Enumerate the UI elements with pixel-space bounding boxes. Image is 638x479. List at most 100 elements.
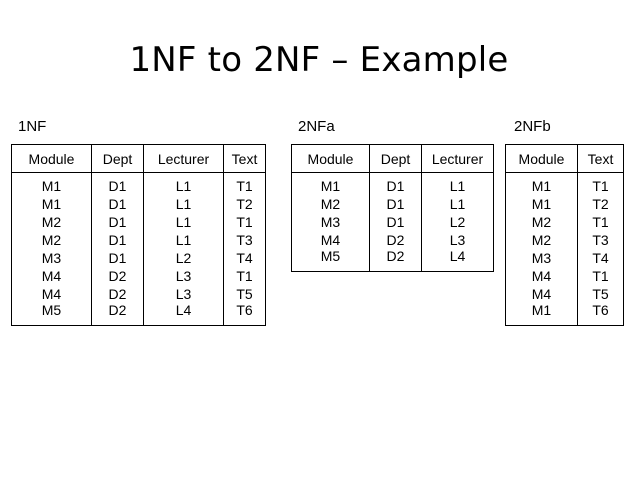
table-cell: M2 xyxy=(505,213,578,231)
table-cell: D2 xyxy=(369,249,422,272)
table-cell: M1 xyxy=(11,195,92,213)
table-cell: D1 xyxy=(91,249,144,267)
column-header: Module xyxy=(505,144,578,173)
table-label: 1NF xyxy=(18,118,47,135)
table-label: 2NFa xyxy=(298,118,335,135)
table-cell: T1 xyxy=(577,213,624,231)
table-cell: L2 xyxy=(421,213,494,231)
table-cell: L3 xyxy=(143,267,224,285)
table-cell: L1 xyxy=(143,231,224,249)
table-cell: T3 xyxy=(223,231,266,249)
table-cell: M4 xyxy=(11,267,92,285)
table-cell: T1 xyxy=(223,267,266,285)
table-cell: T4 xyxy=(577,249,624,267)
spacer-row xyxy=(11,172,266,177)
table-cell: T5 xyxy=(577,285,624,303)
table-cell: T1 xyxy=(577,267,624,285)
table-cell: M4 xyxy=(505,267,578,285)
table-cell: T3 xyxy=(577,231,624,249)
table-cell: D1 xyxy=(369,195,422,213)
table-cell: T1 xyxy=(577,177,624,195)
slide-title: 1NF to 2NF – Example xyxy=(129,40,509,80)
table-cell: T5 xyxy=(223,285,266,303)
table-cell: T6 xyxy=(223,303,266,326)
table-cell: D2 xyxy=(91,267,144,285)
table-label: 2NFb xyxy=(514,118,551,135)
table-cell: M4 xyxy=(11,285,92,303)
table-cell: L1 xyxy=(421,177,494,195)
table-cell: L4 xyxy=(143,303,224,326)
column-header: Module xyxy=(291,144,370,173)
column-header: Text xyxy=(577,144,624,173)
table-cell: M3 xyxy=(291,213,370,231)
table-cell: D2 xyxy=(91,303,144,326)
table-cell: M1 xyxy=(11,177,92,195)
table-cell: M2 xyxy=(11,213,92,231)
table-cell: M5 xyxy=(291,249,370,272)
table-cell: D1 xyxy=(369,213,422,231)
table-cell: M1 xyxy=(291,177,370,195)
column-header: Lecturer xyxy=(143,144,224,173)
table-cell: D1 xyxy=(91,195,144,213)
table-cell: M2 xyxy=(291,195,370,213)
table-cell: M1 xyxy=(505,303,578,326)
spacer-cell xyxy=(577,172,624,177)
table-cell: D1 xyxy=(91,177,144,195)
spacer-row xyxy=(291,172,494,177)
column-header: Module xyxy=(11,144,92,173)
table-cell: L3 xyxy=(143,285,224,303)
table-cell: L1 xyxy=(143,177,224,195)
table-cell: T2 xyxy=(223,195,266,213)
column-header: Text xyxy=(223,144,266,173)
column-header: Dept xyxy=(369,144,422,173)
table-cell: T1 xyxy=(223,177,266,195)
table-cell: M2 xyxy=(505,231,578,249)
table-cell: M1 xyxy=(505,177,578,195)
table-cell: L1 xyxy=(421,195,494,213)
table-cell: L4 xyxy=(421,249,494,272)
table-cell: M3 xyxy=(505,249,578,267)
table-cell: D1 xyxy=(369,177,422,195)
table-cell: M4 xyxy=(505,285,578,303)
table-cell: D1 xyxy=(91,213,144,231)
table-cell: T2 xyxy=(577,195,624,213)
table-cell: M3 xyxy=(11,249,92,267)
table-cell: T6 xyxy=(577,303,624,326)
table-cell: D2 xyxy=(91,285,144,303)
table-cell: T4 xyxy=(223,249,266,267)
column-header: Dept xyxy=(91,144,144,173)
column-header: Lecturer xyxy=(421,144,494,173)
table-cell: L1 xyxy=(143,213,224,231)
table-cell: M2 xyxy=(11,231,92,249)
spacer-cell xyxy=(223,172,266,177)
table-cell: L1 xyxy=(143,195,224,213)
table-cell: M5 xyxy=(11,303,92,326)
table-cell: T1 xyxy=(223,213,266,231)
table-cell: D1 xyxy=(91,231,144,249)
